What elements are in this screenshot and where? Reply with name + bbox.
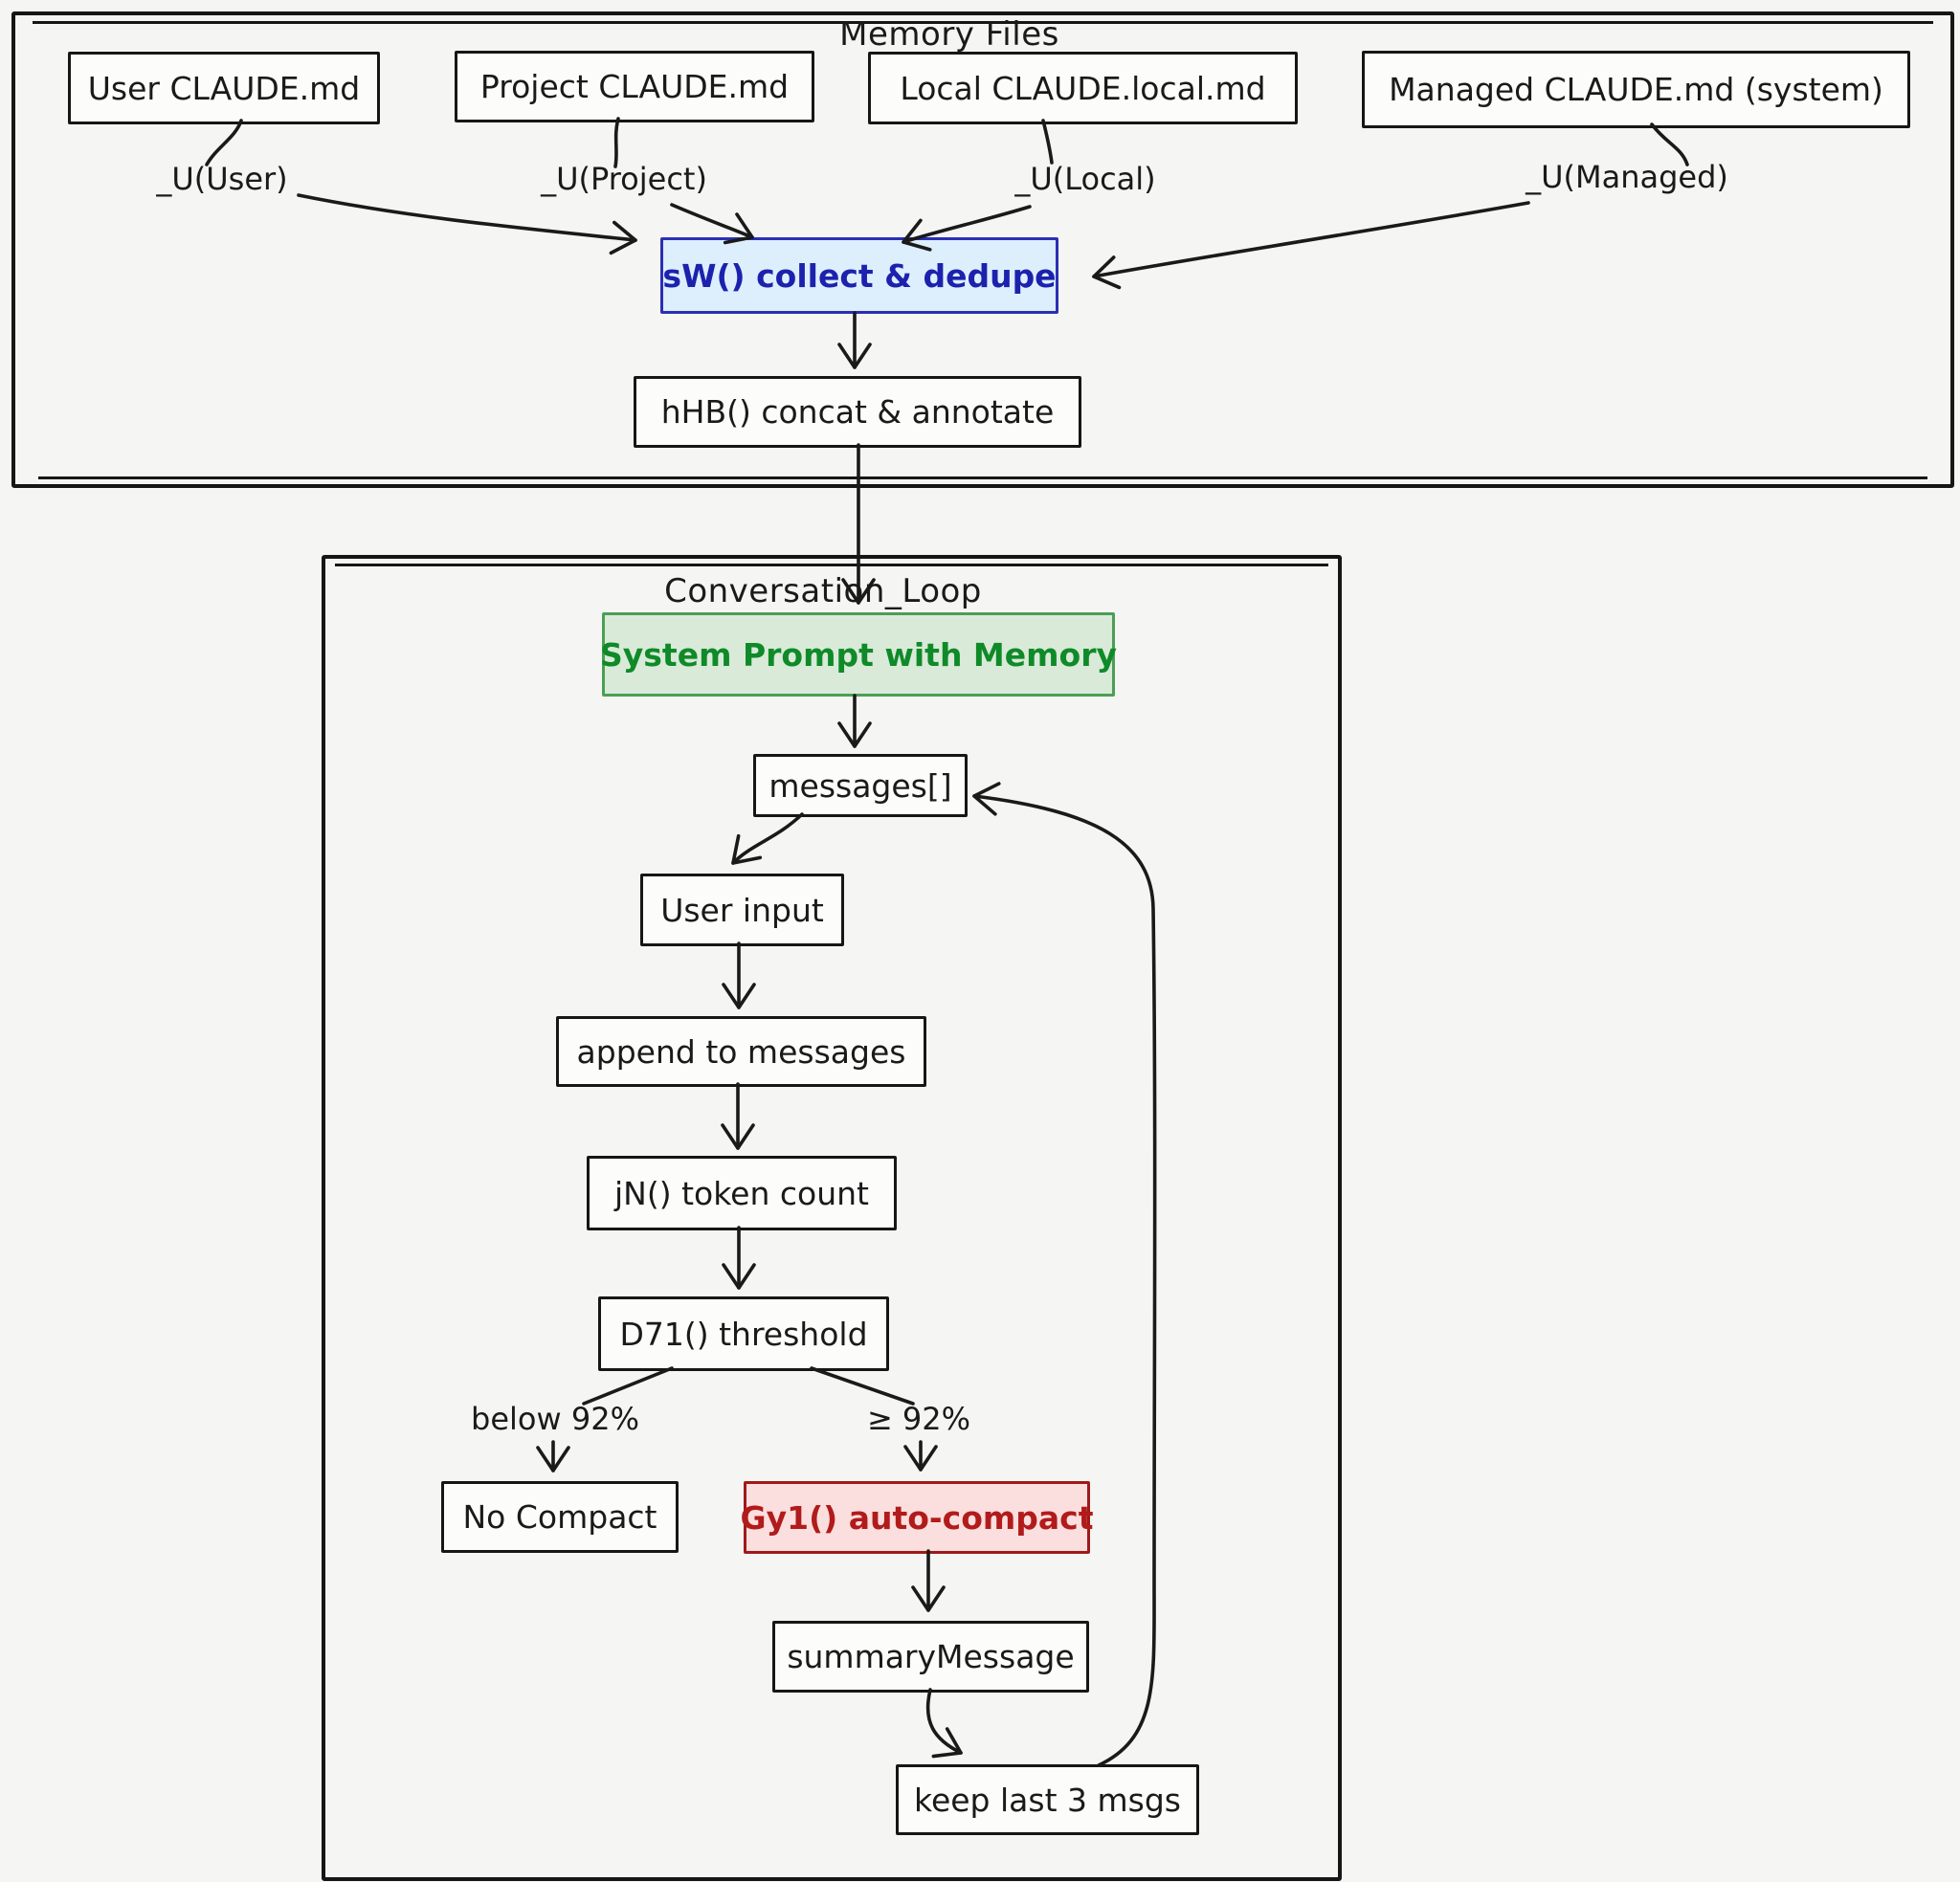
node-system-prompt-with-memory: System Prompt with Memory — [600, 612, 1117, 697]
edge-label-u-managed: _U(Managed) — [1526, 159, 1728, 195]
node-messages-array: messages[] — [753, 754, 968, 817]
node-managed-claude-md: Managed CLAUDE.md (system) — [1362, 51, 1910, 128]
node-summary-message: summaryMessage — [772, 1621, 1089, 1693]
edge-label-below-92: below 92% — [471, 1401, 639, 1437]
node-append-to-messages: append to messages — [556, 1016, 926, 1087]
node-threshold: D71() threshold — [598, 1296, 889, 1371]
conversation-loop-title: Conversation_Loop — [664, 572, 982, 610]
edge-label-u-project: _U(Project) — [541, 161, 707, 197]
node-collect-dedupe: sW() collect & dedupe — [660, 237, 1058, 314]
node-token-count: jN() token count — [587, 1156, 897, 1230]
node-user-claude-md: User CLAUDE.md — [68, 52, 380, 124]
edge-label-u-user: _U(User) — [156, 161, 288, 197]
memory-files-container — [11, 11, 1954, 488]
node-project-claude-md: Project CLAUDE.md — [455, 51, 814, 122]
edge-label-u-local: _U(Local) — [1014, 161, 1156, 197]
node-concat-annotate: hHB() concat & annotate — [634, 376, 1081, 448]
node-keep-last-3-msgs: keep last 3 msgs — [896, 1764, 1199, 1835]
memory-files-title: Memory Files — [839, 15, 1059, 54]
node-user-input: User input — [640, 874, 844, 946]
node-no-compact: No Compact — [441, 1481, 679, 1553]
node-local-claude-local-md: Local CLAUDE.local.md — [868, 52, 1298, 124]
node-auto-compact: Gy1() auto-compact — [741, 1481, 1093, 1554]
conversation-loop-container — [322, 555, 1342, 1881]
edge-label-geq-92: ≥ 92% — [866, 1401, 971, 1437]
